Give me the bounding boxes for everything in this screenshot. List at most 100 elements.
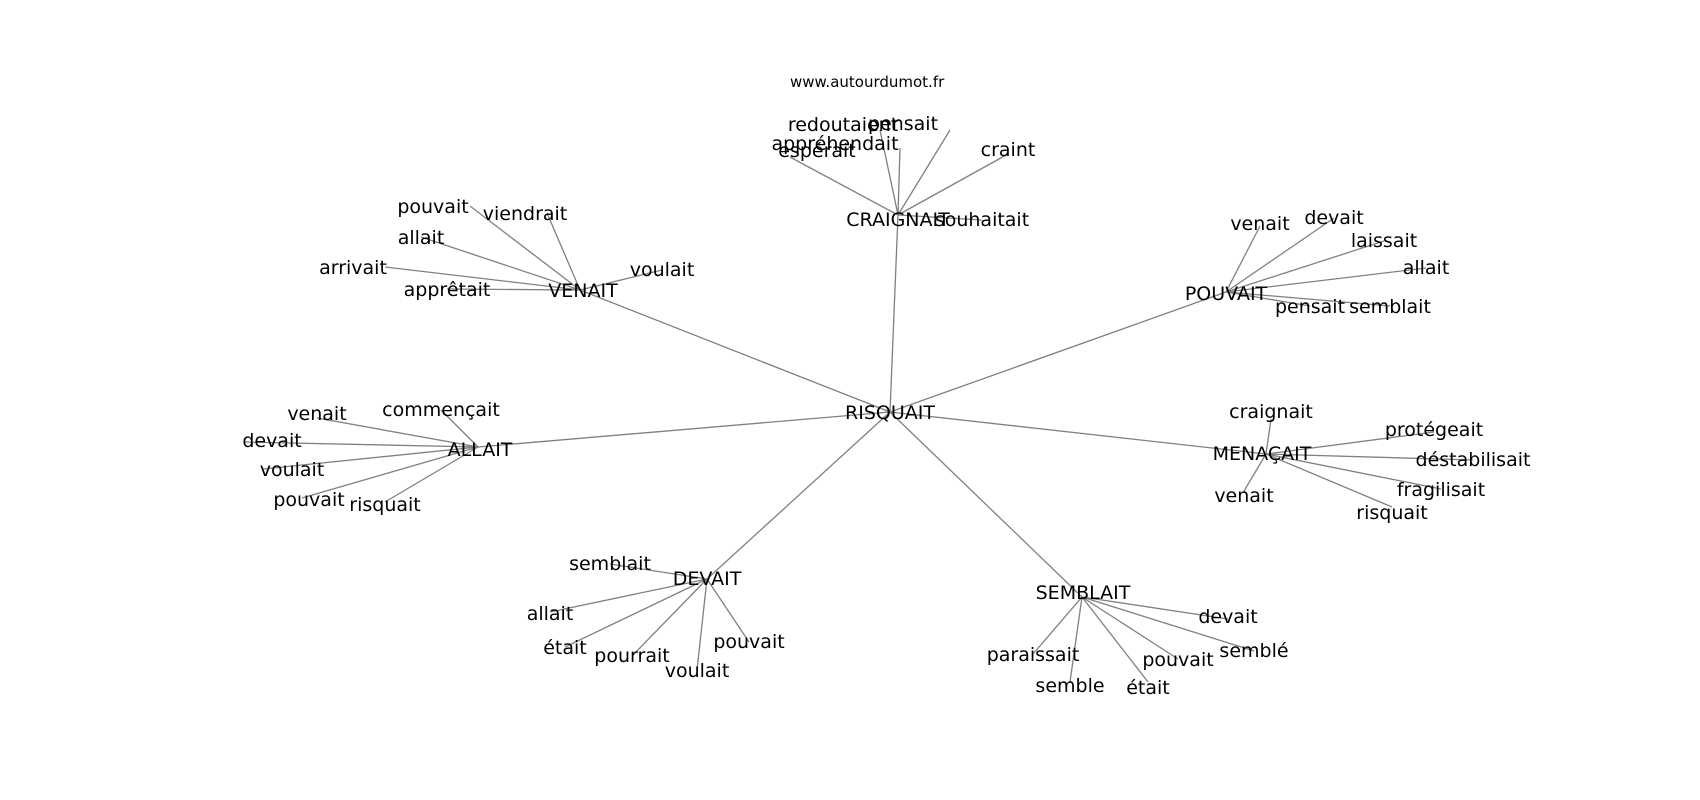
edge-craignait-5 xyxy=(897,214,983,221)
edge-craignait-2 xyxy=(789,156,899,216)
hub-node-allait: ALLAIT xyxy=(448,439,513,461)
edge-devait-2 xyxy=(564,578,708,648)
word-node: craignait xyxy=(1229,401,1313,423)
word-node: pouvait xyxy=(713,631,784,653)
edge-center-semblait xyxy=(889,411,1083,598)
hub-node-venait: VENAIT xyxy=(548,280,618,302)
edge-center-craignait xyxy=(889,214,899,413)
word-node: risquait xyxy=(1356,502,1427,524)
word-node: fragilisait xyxy=(1397,479,1485,501)
word-node: pouvait xyxy=(273,489,344,511)
word-node: arrivait xyxy=(319,257,387,279)
word-node: pouvait xyxy=(397,196,468,218)
word-node: était xyxy=(1126,677,1170,699)
word-node: allait xyxy=(527,603,574,625)
word-node: voulait xyxy=(630,259,695,281)
word-node: redoutaient xyxy=(788,114,898,136)
edge-venait-0 xyxy=(469,205,581,291)
word-node: pensait xyxy=(1275,296,1345,318)
word-node: devait xyxy=(1304,207,1363,229)
edge-devait-1 xyxy=(549,578,708,613)
edge-center-venait xyxy=(579,289,891,413)
edge-center-pouvait xyxy=(889,291,1227,413)
edge-semblait-4 xyxy=(1069,596,1083,683)
edge-devait-0 xyxy=(609,563,708,580)
edge-menaçait-3 xyxy=(1265,453,1442,490)
edge-allait-2 xyxy=(243,441,479,448)
edge-allait-1 xyxy=(316,417,479,448)
edge-semblait-2 xyxy=(1032,596,1083,655)
edge-menaçait-1 xyxy=(1265,431,1435,455)
edge-allait-3 xyxy=(262,446,479,470)
edge-pouvait-4 xyxy=(1225,291,1311,307)
word-node: semble xyxy=(1035,675,1104,697)
word-node: viendrait xyxy=(483,203,568,225)
edge-semblait-5 xyxy=(1081,596,1149,683)
edge-allait-0 xyxy=(440,409,479,448)
word-node: allait xyxy=(1403,257,1450,279)
word-node: venait xyxy=(1214,485,1273,507)
hub-node-menaçait: MENAÇAIT xyxy=(1213,443,1312,465)
word-node: pouvait xyxy=(1142,649,1213,671)
edge-center-menaçait xyxy=(889,411,1267,455)
word-node: devait xyxy=(242,430,301,452)
word-node: laissait xyxy=(1351,230,1417,252)
edge-devait-4 xyxy=(696,578,708,671)
edge-allait-4 xyxy=(301,446,479,499)
edge-menaçait-0 xyxy=(1265,418,1272,455)
word-node: pourrait xyxy=(594,645,669,667)
hub-node-craignait: CRAIGNAIT xyxy=(846,209,950,231)
edge-pouvait-2 xyxy=(1225,240,1385,293)
hub-node-pouvait: POUVAIT xyxy=(1185,283,1268,305)
edge-semblait-1 xyxy=(1081,596,1255,652)
word-node: voulait xyxy=(260,459,325,481)
word-node: semblait xyxy=(569,553,651,575)
word-node: commençait xyxy=(382,399,500,421)
hub-node-semblait: SEMBLAIT xyxy=(1036,582,1131,604)
edge-venait-5 xyxy=(579,269,663,291)
edge-semblait-0 xyxy=(1081,596,1229,620)
word-node: espérait xyxy=(778,140,856,162)
edge-devait-5 xyxy=(706,578,750,643)
site-watermark: www.autourdumot.fr xyxy=(790,73,945,91)
edge-pouvait-0 xyxy=(1225,225,1261,293)
edge-venait-2 xyxy=(420,236,581,291)
word-node: venait xyxy=(1230,213,1289,235)
edge-pouvait-3 xyxy=(1225,267,1427,293)
word-node: apprêtait xyxy=(404,279,491,301)
edge-menaçait-2 xyxy=(1265,453,1474,461)
edge-allait-5 xyxy=(384,446,479,503)
word-node: allait xyxy=(398,227,445,249)
word-node: venait xyxy=(287,403,346,425)
hub-node-devait: DEVAIT xyxy=(673,568,742,590)
edge-menaçait-5 xyxy=(1265,453,1393,508)
edge-venait-1 xyxy=(546,212,581,291)
word-node: devait xyxy=(1198,606,1257,628)
edge-menaçait-4 xyxy=(1243,453,1267,492)
edge-pouvait-5 xyxy=(1225,291,1391,307)
word-node: souhaitait xyxy=(935,209,1029,231)
word-node: semblé xyxy=(1219,640,1288,662)
word-node: paraissait xyxy=(987,644,1080,666)
edge-center-devait xyxy=(706,411,891,580)
edge-craignait-0 xyxy=(879,129,899,216)
word-node: protégeait xyxy=(1385,419,1483,441)
word-node: voulait xyxy=(665,660,730,682)
word-node: était xyxy=(543,637,587,659)
word-node: pensait xyxy=(868,113,938,135)
word-node: risquait xyxy=(349,494,420,516)
edge-venait-4 xyxy=(446,288,581,291)
edge-semblait-3 xyxy=(1081,596,1179,660)
word-node: déstabilisait xyxy=(1416,449,1531,471)
word-node: craint xyxy=(981,139,1036,161)
edge-pouvait-1 xyxy=(1225,217,1335,293)
word-node: semblait xyxy=(1349,296,1431,318)
edge-craignait-3 xyxy=(897,147,901,216)
edge-craignait-4 xyxy=(897,153,1009,216)
center-node: RISQUAIT xyxy=(845,402,935,424)
edge-venait-3 xyxy=(384,266,581,291)
edge-center-allait xyxy=(477,411,891,448)
edge-craignait-1 xyxy=(897,129,951,216)
edge-devait-3 xyxy=(631,578,708,657)
